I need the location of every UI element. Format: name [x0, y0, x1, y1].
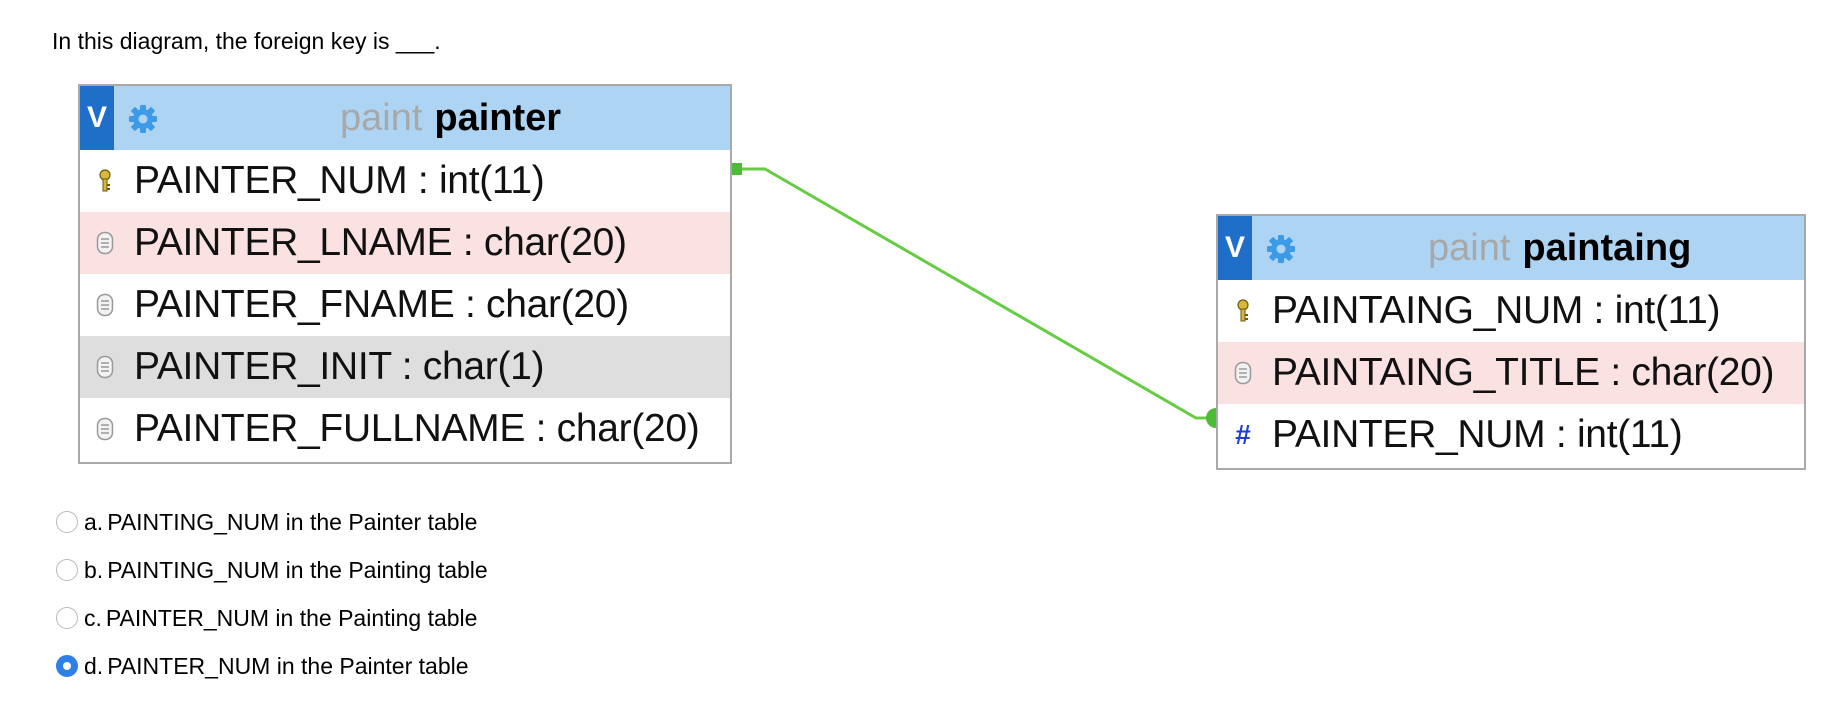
database-name: paint: [1428, 226, 1511, 269]
column-icon: [92, 292, 118, 318]
table-header[interactable]: V paint painter: [80, 86, 730, 150]
table-title: paint paintaing: [1428, 216, 1691, 280]
column-label: PAINTER_LNAME : char(20): [134, 221, 627, 264]
answer-options: a. PAINTING_NUM in the Painter table b. …: [56, 498, 488, 690]
column-label: PAINTER_FNAME : char(20): [134, 283, 629, 326]
question-text: In this diagram, the foreign key is ___.: [52, 28, 441, 54]
column-icon: [92, 416, 118, 442]
radio-button[interactable]: [56, 607, 78, 629]
column-icon: [92, 230, 118, 256]
relation-path: [741, 167, 1216, 420]
column-icon: [92, 354, 118, 380]
table-paintaing[interactable]: V paint paintaing PAINTAING_NUM : int(1: [1216, 214, 1806, 470]
option-letter: d.: [84, 652, 104, 679]
radio-button[interactable]: [56, 511, 78, 533]
option-letter: a.: [84, 508, 104, 535]
numeric-icon: #: [1235, 419, 1251, 450]
column-row[interactable]: PAINTER_NUM : int(11): [80, 150, 730, 212]
column-row[interactable]: PAINTER_INIT : char(1): [80, 336, 730, 398]
table-name: painter: [434, 96, 562, 139]
column-icon: [1230, 360, 1256, 386]
column-row[interactable]: # PAINTER_NUM : int(11): [1218, 404, 1804, 466]
column-row[interactable]: PAINTAING_TITLE : char(20): [1218, 342, 1804, 404]
option-a[interactable]: a. PAINTING_NUM in the Painter table: [56, 498, 488, 546]
column-row[interactable]: PAINTER_LNAME : char(20): [80, 212, 730, 274]
option-text: PAINTING_NUM in the Painter table: [107, 508, 478, 535]
relation-end-marker: [1206, 408, 1216, 428]
collapse-toggle-button[interactable]: V: [80, 86, 114, 150]
database-name: paint: [340, 96, 423, 139]
column-label: PAINTER_NUM : int(11): [134, 159, 545, 202]
primary-key-icon: [1230, 298, 1256, 324]
column-label: PAINTAING_TITLE : char(20): [1272, 351, 1775, 394]
column-label: PAINTAING_NUM : int(11): [1272, 289, 1721, 332]
gear-icon[interactable]: [128, 104, 158, 134]
column-label: PAINTER_NUM : int(11): [1272, 413, 1683, 456]
table-painter[interactable]: V paint painter PAINTER_NUM : int(11): [78, 84, 732, 464]
option-text: PAINTER_NUM in the Painter table: [107, 652, 469, 679]
relation-start-marker: [732, 163, 742, 175]
table-name: paintaing: [1522, 226, 1692, 269]
option-b[interactable]: b. PAINTING_NUM in the Painting table: [56, 546, 488, 594]
column-row[interactable]: PAINTER_FNAME : char(20): [80, 274, 730, 336]
option-d[interactable]: d. PAINTER_NUM in the Painter table: [56, 642, 488, 690]
primary-key-icon: [92, 168, 118, 194]
option-letter: c.: [84, 604, 102, 631]
gear-icon[interactable]: [1266, 234, 1296, 264]
column-label: PAINTER_INIT : char(1): [134, 345, 545, 388]
column-label: PAINTER_FULLNAME : char(20): [134, 407, 700, 450]
option-c[interactable]: c. PAINTER_NUM in the Painting table: [56, 594, 488, 642]
option-text: PAINTING_NUM in the Painting table: [107, 556, 488, 583]
radio-button-selected[interactable]: [56, 655, 78, 677]
table-title: paint painter: [340, 86, 561, 150]
table-header[interactable]: V paint paintaing: [1218, 216, 1804, 280]
column-row[interactable]: PAINTER_FULLNAME : char(20): [80, 398, 730, 460]
collapse-toggle-button[interactable]: V: [1218, 216, 1252, 280]
option-letter: b.: [84, 556, 104, 583]
column-row[interactable]: PAINTAING_NUM : int(11): [1218, 280, 1804, 342]
radio-button[interactable]: [56, 559, 78, 581]
option-text: PAINTER_NUM in the Painting table: [105, 604, 478, 631]
